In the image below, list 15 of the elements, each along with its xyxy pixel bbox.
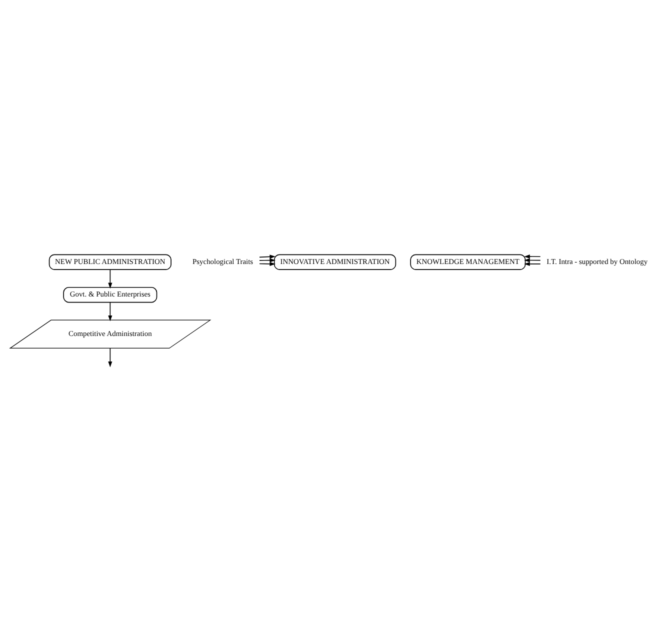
arrow: [108, 347, 112, 367]
arrow: [259, 258, 276, 262]
node-box: Govt. & Public Enterprises: [63, 286, 158, 302]
node-text: I.T. Intra - supported by Ontology: [546, 256, 648, 266]
node-box: INNOVATIVE ADMINISTRATION: [274, 254, 396, 270]
arrow: [108, 301, 112, 321]
arrow: [524, 258, 541, 262]
arrow: [524, 261, 541, 266]
node-text: Psychological Traits: [192, 256, 254, 266]
arrow: [259, 261, 276, 266]
arrow: [108, 268, 112, 288]
node-box: NEW PUBLIC ADMINISTRATION: [48, 254, 172, 270]
arrow: [524, 254, 541, 258]
node-box: KNOWLEDGE MANAGEMENT: [410, 254, 526, 270]
arrow: [259, 254, 276, 258]
